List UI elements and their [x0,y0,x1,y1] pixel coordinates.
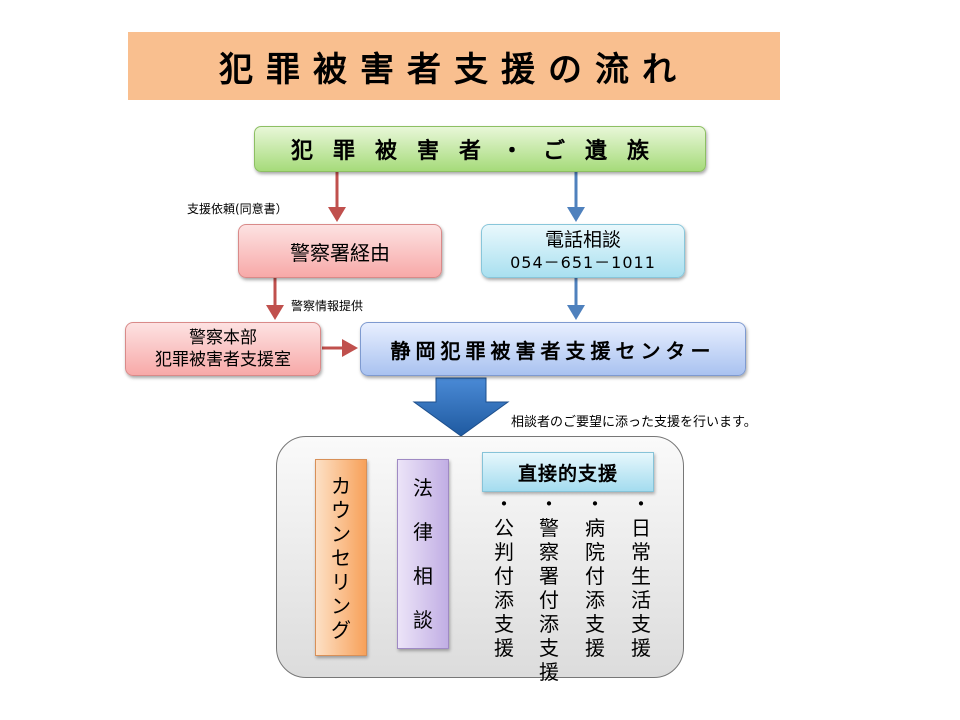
hq-line2: 犯罪被害者支援室 [155,350,291,370]
blue-arrow-phone [567,172,585,222]
direct-item-hospital: ・病院付添支援 [585,492,605,660]
phone-consultation-box: 電話相談 054－651－1011 [481,224,685,278]
blue-arrow-center [567,278,585,320]
phone-title: 電話相談 [544,229,621,251]
counseling-label: カウンセリング [331,473,351,642]
legal-consultation-box: 法律相談 [397,459,449,649]
direct-support-title: 直接的支援 [482,452,654,492]
hq-line1: 警察本部 [189,328,257,348]
request-note: 支援依頼(同意書） [187,202,288,216]
direct-item-court: ・公判付添支援 [494,492,514,660]
direct-item-daily: ・日常生活支援 [631,492,651,660]
red-arrow-info [266,278,284,320]
phone-number: 054－651－1011 [510,253,656,272]
police-station-label: 警察署経由 [290,240,390,265]
center-note: 相談者のご要望に添った支援を行います。 [511,415,757,430]
victims-box: 犯罪被害者・ご遺族 [254,126,706,172]
red-arrow-hq-to-center [322,339,358,357]
red-arrow-request [328,172,346,222]
police-station-box: 警察署経由 [238,224,442,278]
support-center-box: 静岡犯罪被害者支援センター [360,322,746,376]
police-hq-box: 警察本部 犯罪被害者支援室 [125,322,321,376]
big-down-arrow [412,377,510,437]
police-info-note: 警察情報提供 [291,299,364,313]
counseling-box: カウンセリング [315,459,367,656]
page-title: 犯罪被害者支援の流れ [128,32,780,100]
legal-label: 法律相談 [413,476,433,632]
direct-item-police: ・警察署付添支援 [539,492,559,684]
